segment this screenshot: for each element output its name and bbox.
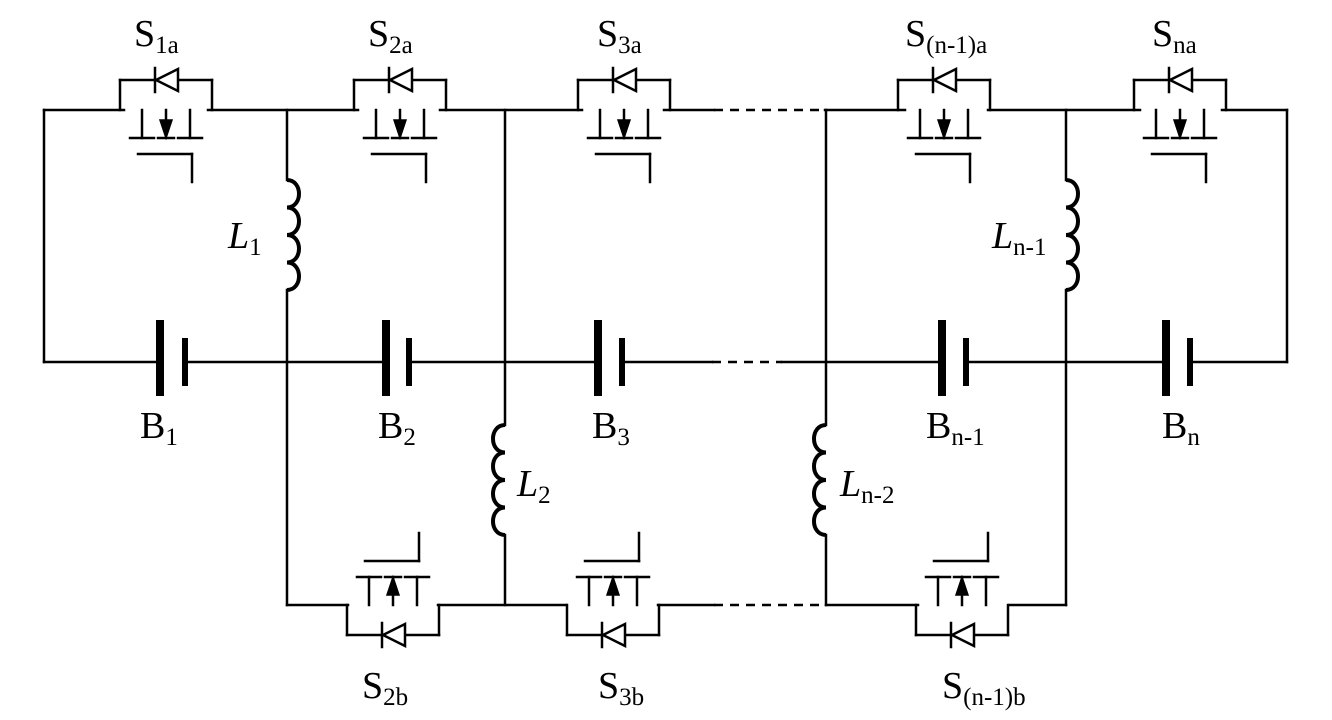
switch-label-sn1b: S(n-1)b	[942, 665, 1026, 711]
mosfet-arrow	[954, 574, 970, 596]
diode-triangle	[600, 621, 627, 649]
battery-symbol	[382, 320, 412, 396]
switch-label-s2a: S2a	[368, 13, 413, 59]
mosfet-switch	[914, 531, 1010, 649]
diode-triangle	[949, 621, 976, 649]
battery-label-b1: B1	[140, 405, 178, 451]
mosfet-arrow	[392, 119, 408, 141]
mosfet-arrow	[1172, 119, 1188, 141]
switch-label-s3a: S3a	[597, 13, 642, 59]
inductor-coil	[491, 423, 506, 537]
inductor-label-ln2: Ln-2	[839, 463, 894, 509]
battery-symbol	[156, 320, 188, 396]
switch-label-s3b: S3b	[598, 665, 644, 711]
mosfet-switch	[1132, 66, 1228, 184]
battery-label-bn1: Bn-1	[926, 405, 985, 451]
mosfet-switches	[118, 66, 1228, 649]
mosfet-arrow	[385, 574, 401, 596]
switch-label-s1a: S1a	[134, 13, 179, 59]
inductor-label-l1: L1	[227, 215, 262, 261]
mosfet-switch	[896, 66, 992, 184]
switch-label-sn1a: S(n-1)a	[905, 13, 987, 59]
battery-cells	[156, 320, 1193, 396]
switch-label-s2b: S2b	[362, 665, 408, 711]
mosfet-switch	[118, 66, 214, 184]
battery-label-bn: Bn	[1162, 405, 1200, 451]
diode-triangle	[153, 66, 180, 94]
labels: S1a S2a S3a S(n-1)a Sna S2b S3b S(n-1)b …	[134, 13, 1200, 711]
inductor-coil	[1065, 178, 1080, 292]
inductor-coil	[286, 178, 301, 292]
mosfet-switch	[576, 66, 672, 184]
inductor-label-l2: L2	[516, 463, 551, 509]
circuit-wires	[42, 108, 1289, 607]
diode-triangle	[380, 621, 407, 649]
mosfet-arrow	[605, 574, 621, 596]
mosfet-switch	[565, 531, 661, 649]
battery-symbol	[938, 320, 969, 396]
battery-symbol	[594, 320, 625, 396]
diode-triangle	[387, 66, 414, 94]
battery-symbol	[1162, 320, 1193, 396]
inductor-label-ln1: Ln-1	[991, 215, 1046, 261]
inductor-coil	[812, 423, 827, 537]
diode-triangle	[931, 66, 958, 94]
inductors	[286, 178, 1080, 537]
mosfet-switch	[345, 531, 441, 649]
mosfet-arrow	[616, 119, 632, 141]
diode-triangle	[1167, 66, 1194, 94]
mosfet-arrow	[158, 119, 174, 141]
battery-label-b2: B2	[378, 405, 416, 451]
switch-label-sna: Sna	[1152, 13, 1197, 59]
diode-triangle	[611, 66, 638, 94]
battery-label-b3: B3	[592, 405, 630, 451]
mosfet-switch	[352, 66, 448, 184]
mosfet-arrow	[936, 119, 952, 141]
